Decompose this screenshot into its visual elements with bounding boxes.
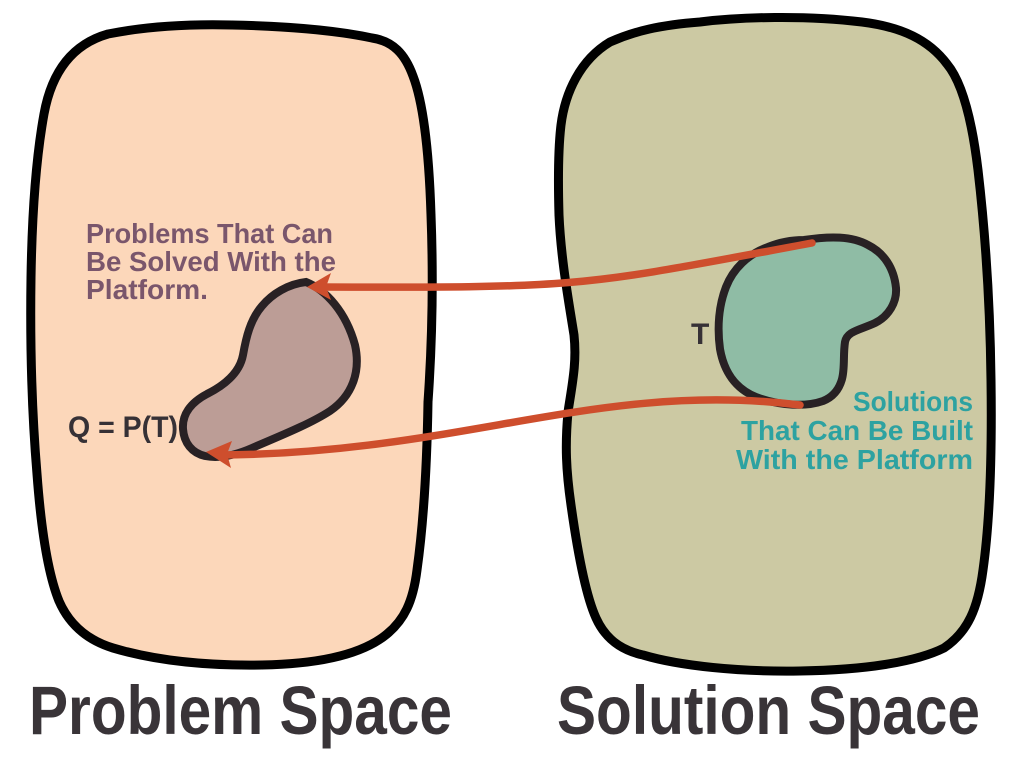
svg-text:T: T	[691, 318, 709, 351]
svg-text:Solutions: Solutions	[853, 386, 973, 417]
svg-text:Platform.: Platform.	[86, 274, 208, 305]
svg-text:Solution Space: Solution Space	[557, 672, 980, 749]
svg-text:With the Platform: With the Platform	[736, 444, 973, 475]
svg-text:Problems That Can: Problems That Can	[86, 218, 333, 249]
svg-text:Be Solved With the: Be Solved With the	[86, 246, 336, 277]
svg-text:Q = P(T): Q = P(T)	[68, 411, 178, 444]
svg-text:Problem Space: Problem Space	[29, 672, 452, 749]
svg-text:That Can Be Built: That Can Be Built	[741, 415, 973, 446]
